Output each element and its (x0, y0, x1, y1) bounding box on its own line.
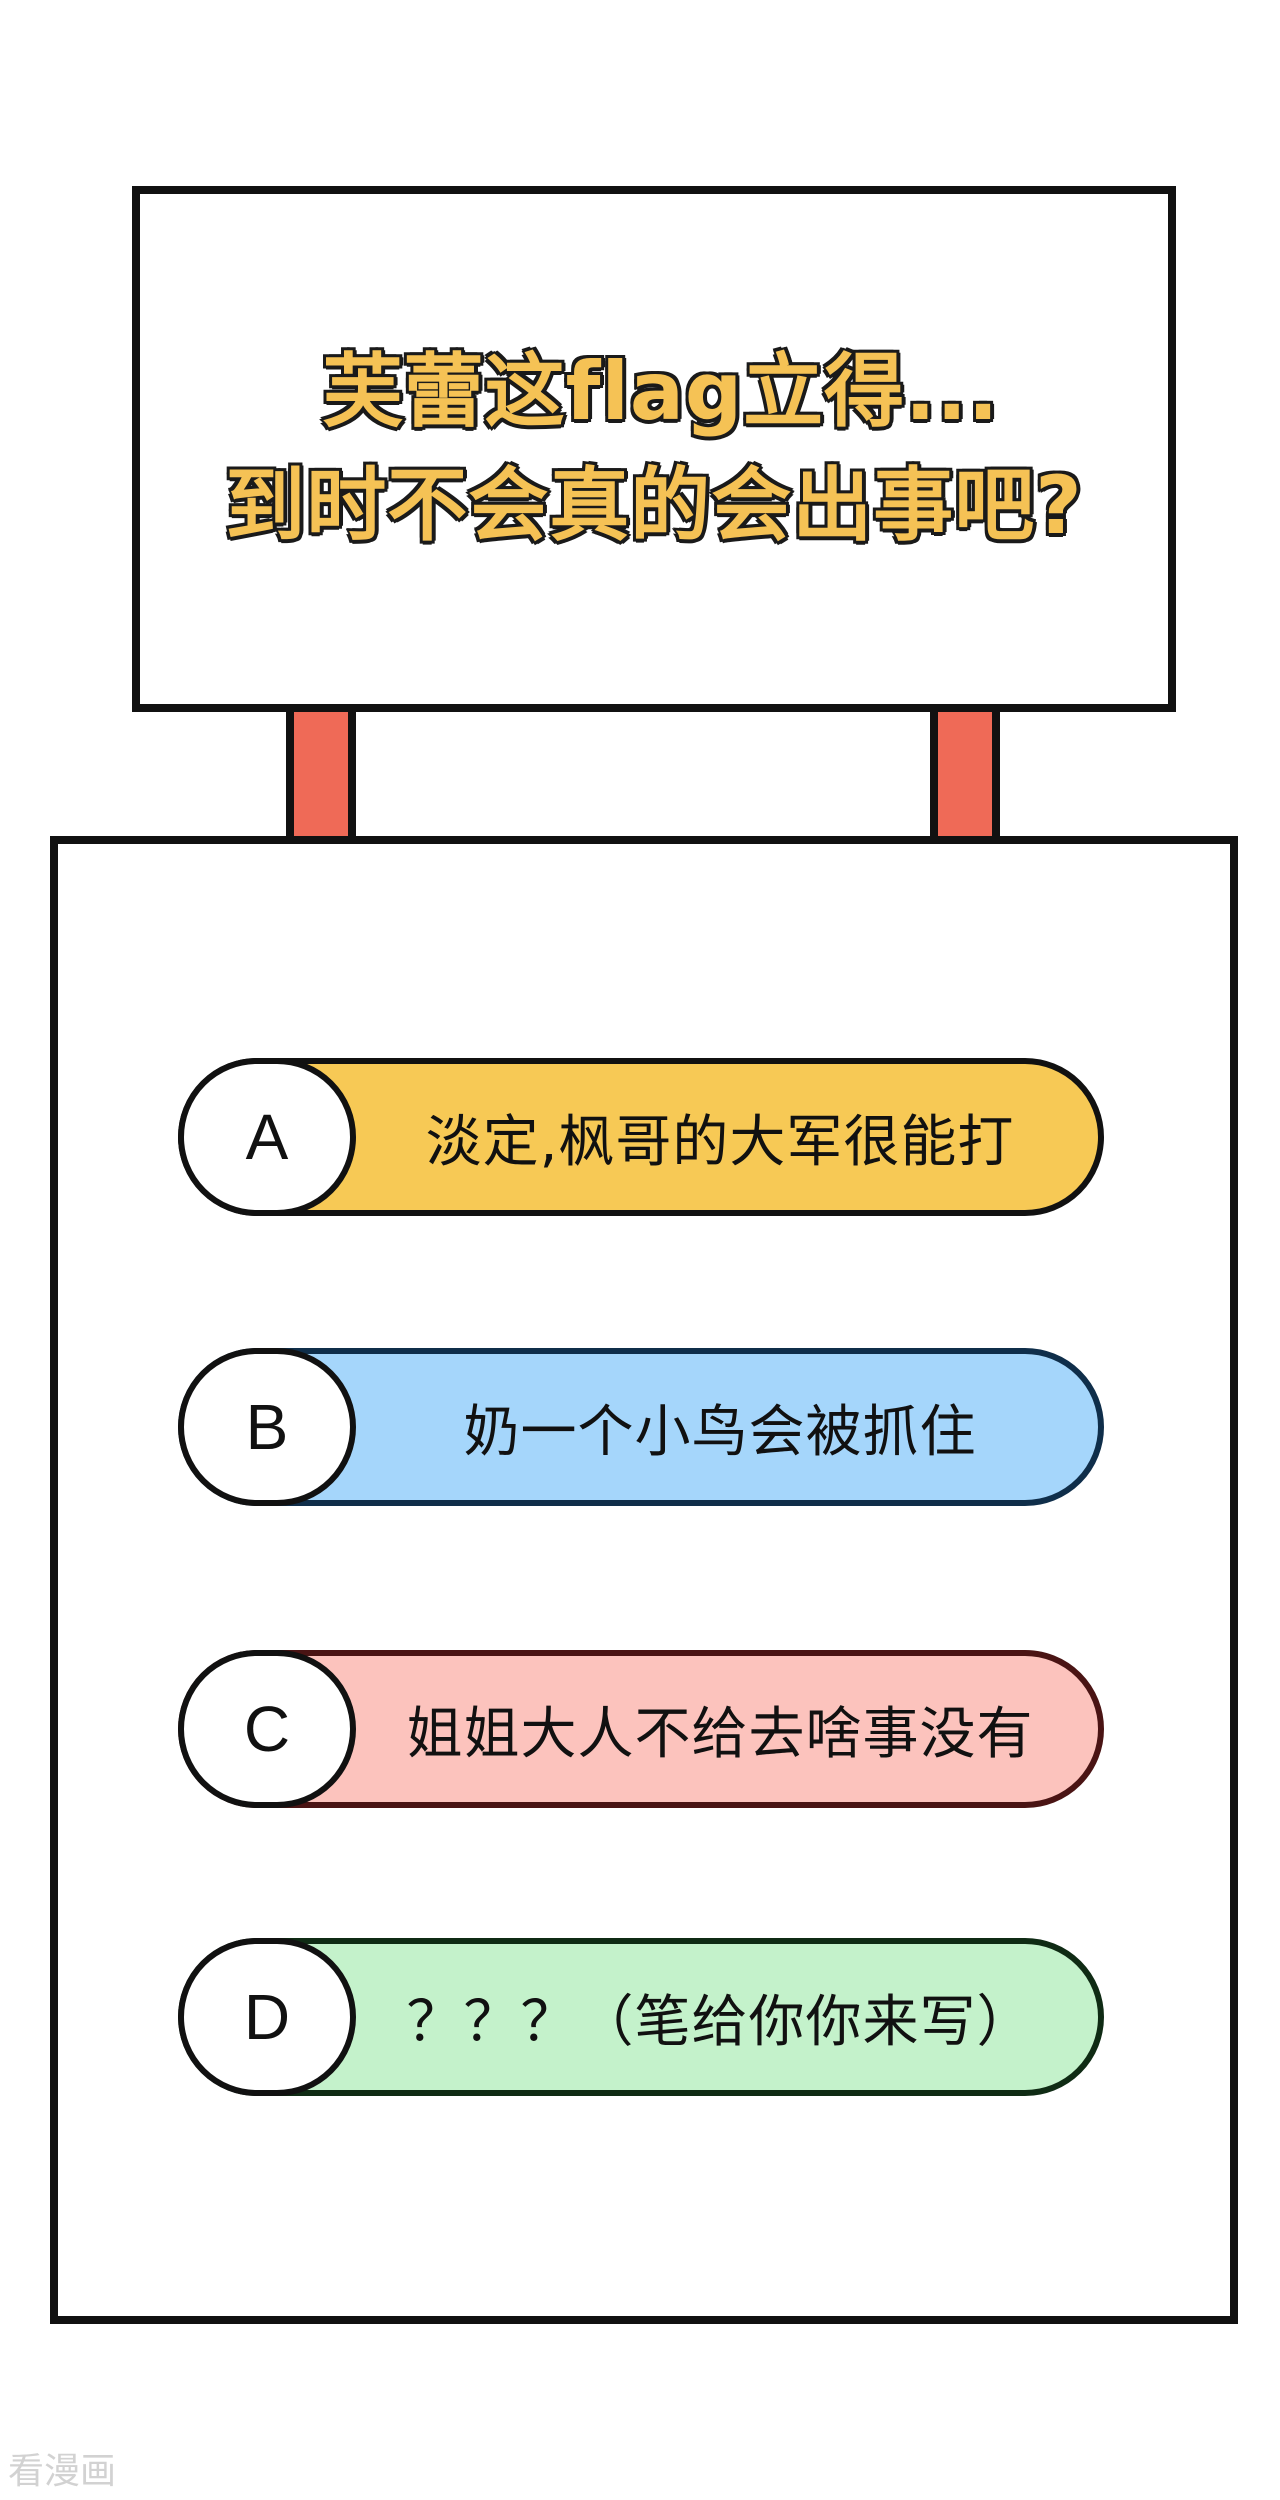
title-line-1: 芙蕾这flag立得... (321, 345, 1001, 438)
option-d-letter-badge: D (178, 1938, 356, 2096)
option-b-button[interactable]: B 奶一个小鸟会被抓住 (178, 1348, 1104, 1506)
option-c-letter-badge: C (178, 1650, 356, 1808)
option-d-text: ？？？（笔给你你来写） (406, 1989, 1034, 2055)
title-line-2: 到时不会真的会出事吧? (223, 459, 1083, 552)
option-b-text: 奶一个小鸟会被抓住 (463, 1399, 977, 1465)
sign-post-left (286, 712, 356, 844)
option-a-letter-badge: A (178, 1058, 356, 1216)
option-b-letter: B (245, 1391, 289, 1463)
sign-post-right (930, 712, 1000, 844)
option-a-text: 淡定,枫哥的大军很能打 (425, 1109, 1015, 1175)
watermark: 看漫画 (8, 2451, 117, 2492)
option-a-letter: A (245, 1101, 289, 1173)
option-a-button[interactable]: A 淡定,枫哥的大军很能打 (178, 1058, 1104, 1216)
option-c-text: 姐姐大人不给去啥事没有 (406, 1701, 1034, 1767)
option-d-button[interactable]: D ？？？（笔给你你来写） (178, 1938, 1104, 2096)
title-sign: 芙蕾这flag立得... 到时不会真的会出事吧? (132, 186, 1176, 712)
option-c-letter: C (243, 1693, 291, 1765)
option-c-button[interactable]: C 姐姐大人不给去啥事没有 (178, 1650, 1104, 1808)
option-d-letter: D (243, 1981, 291, 2053)
option-b-letter-badge: B (178, 1348, 356, 1506)
